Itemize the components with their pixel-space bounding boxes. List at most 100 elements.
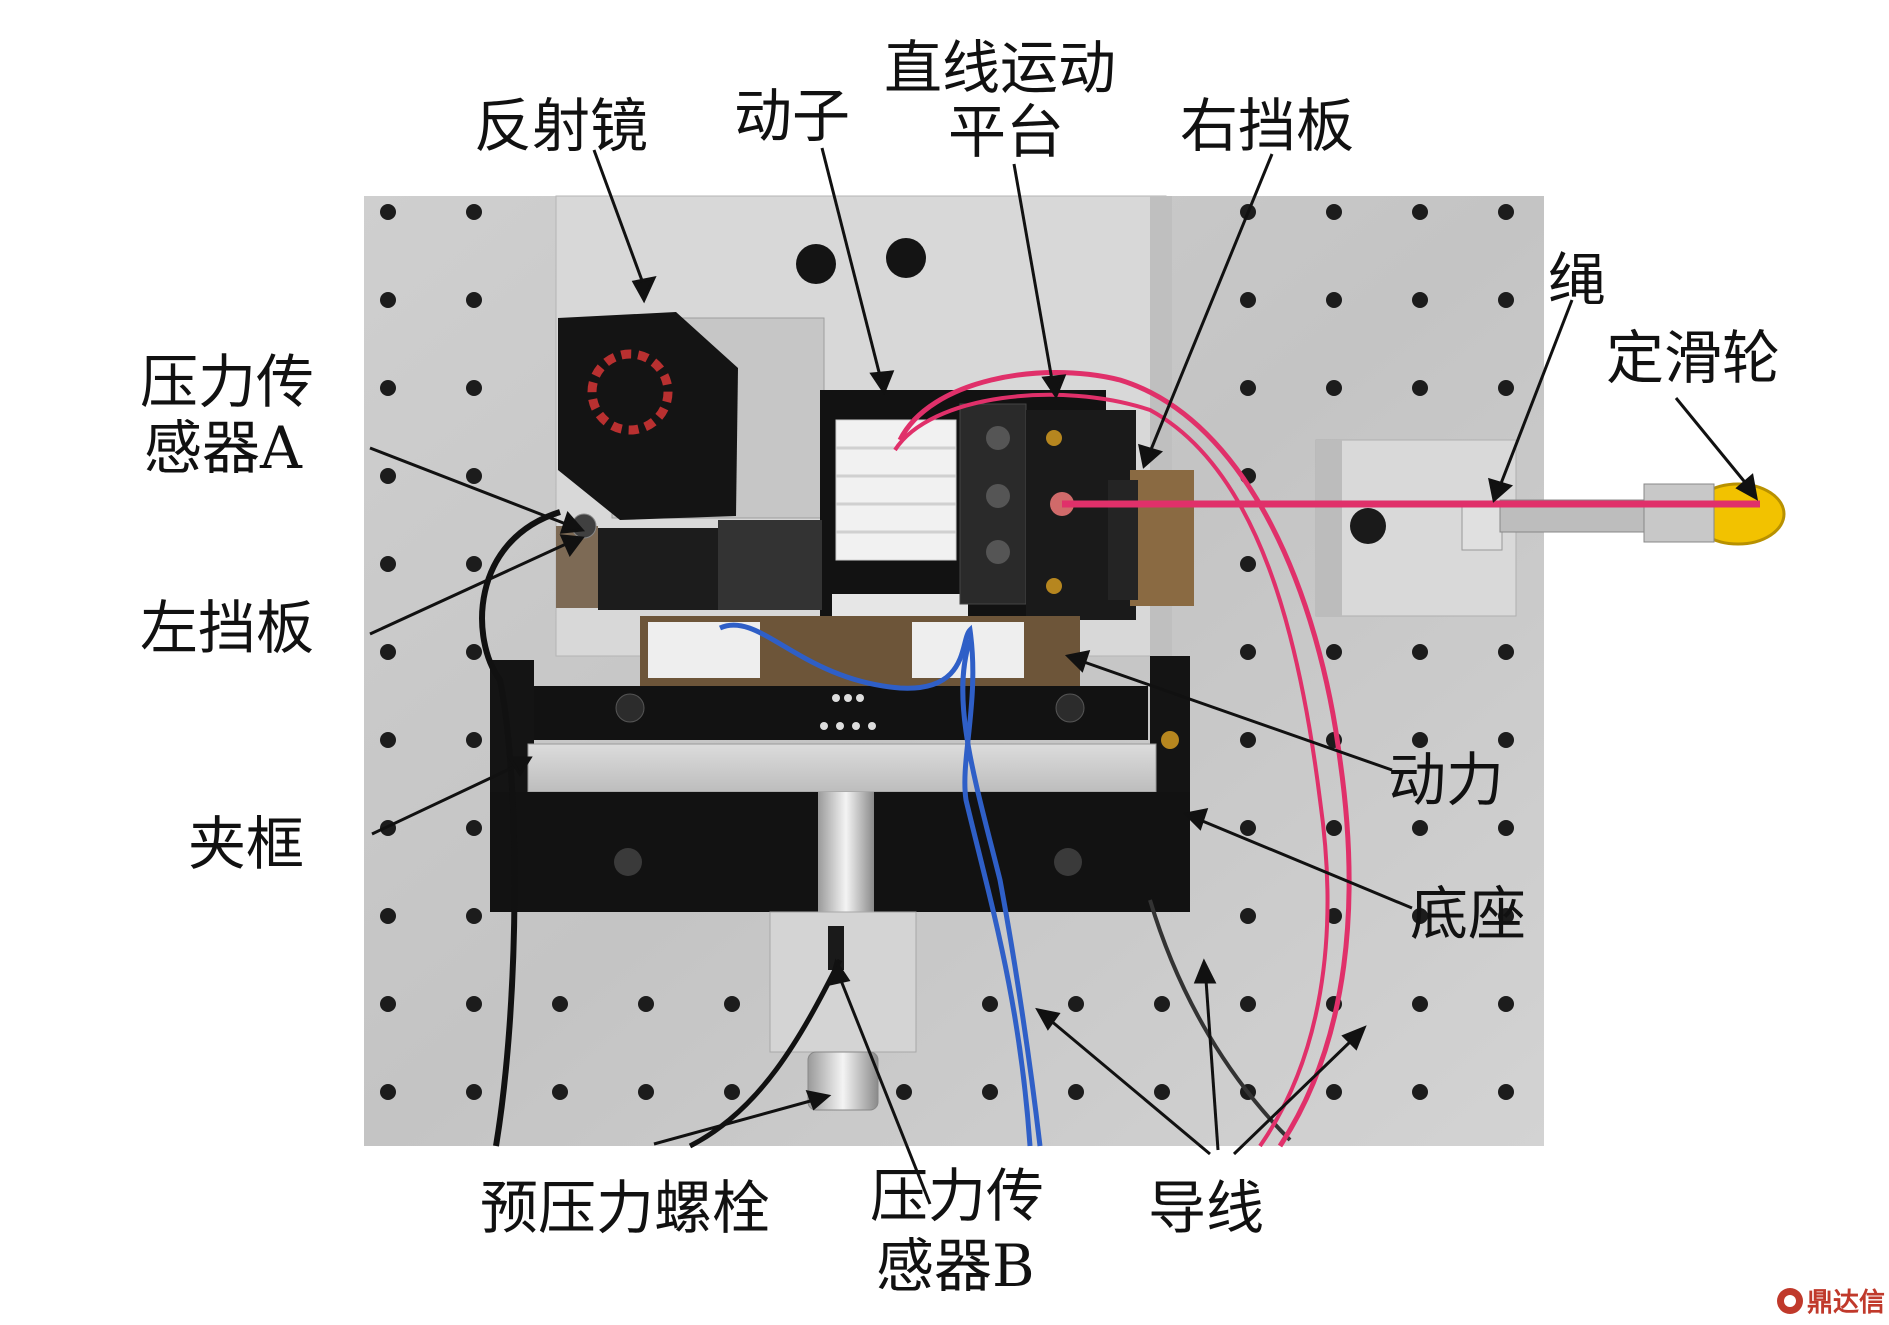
clamp-dot (836, 722, 844, 730)
breadboard-hole (466, 644, 482, 660)
breadboard-hole (1326, 1084, 1342, 1100)
breadboard-hole (1498, 996, 1514, 1012)
breadboard-hole (1240, 292, 1256, 308)
label-sensor-a-line2: 感器A (144, 414, 302, 482)
breadboard-hole (1240, 556, 1256, 572)
reflector-mirror (558, 312, 738, 520)
breadboard-hole (380, 204, 396, 220)
breadboard-hole (1068, 996, 1084, 1012)
breadboard-hole (1498, 380, 1514, 396)
breadboard-hole (466, 556, 482, 572)
breadboard-hole (1240, 908, 1256, 924)
label-right-baffle: 右挡板 (1180, 92, 1355, 160)
breadboard-hole (466, 996, 482, 1012)
label-linear-stage-line1: 直线运动 (884, 34, 1117, 102)
breadboard-hole (466, 1084, 482, 1100)
wire-red-1 (897, 370, 1352, 1148)
label-left-baffle: 左挡板 (140, 594, 315, 662)
breadboard-hole (466, 292, 482, 308)
breadboard-hole (724, 1084, 740, 1100)
label-sensor-b-line2: 感器B (876, 1232, 1035, 1300)
watermark-text: 鼎达信 (1806, 1288, 1885, 1318)
pressure-sensor-b (828, 926, 844, 970)
rope-clamp (1461, 505, 1503, 551)
breadboard-hole (1412, 908, 1428, 924)
breadboard-hole (1412, 292, 1428, 308)
carriage-screw (986, 540, 1010, 564)
breadboard-hole (1240, 732, 1256, 748)
breadboard-hole (380, 908, 396, 924)
right-baffle-face (1108, 480, 1138, 600)
breadboard-hole (1326, 908, 1342, 924)
breadboard-hole (1498, 820, 1514, 836)
breadboard-hole (1412, 204, 1428, 220)
leader-lines (369, 147, 1759, 1205)
left-block (598, 528, 718, 610)
wire-blue-1 (718, 622, 1033, 1147)
breadboard-hole (1326, 380, 1342, 396)
breadboard-hole (982, 1084, 998, 1100)
carriage-screw (986, 484, 1010, 508)
label-power: 动力 (1388, 746, 1505, 814)
breadboard-hole (638, 1084, 654, 1100)
carriage-screw (1046, 578, 1062, 594)
left-block-bracket (718, 520, 822, 610)
base-screw (614, 848, 642, 876)
label-sensor-a-line1: 压力传 (140, 348, 315, 416)
breadboard-hole (638, 996, 654, 1012)
pulley-fork (1643, 483, 1715, 543)
breadboard-hole (1154, 1084, 1170, 1100)
breadboard-hole (1498, 908, 1514, 924)
breadboard-hole (1326, 204, 1342, 220)
watermark-logo-icon (1776, 1287, 1803, 1314)
wire-blue-2 (960, 639, 1043, 1147)
breadboard-hole (552, 1084, 568, 1100)
breadboard-hole (1412, 820, 1428, 836)
label-rope: 绳 (1548, 246, 1607, 314)
label-base: 底座 (1410, 880, 1527, 948)
clamp-screw (1161, 731, 1179, 749)
clamp-screw (1055, 693, 1085, 723)
breadboard-hole (552, 996, 568, 1012)
breadboard-hole (380, 380, 396, 396)
breadboard-hole (466, 732, 482, 748)
breadboard-hole (1326, 820, 1342, 836)
power-stator-coil-left (648, 622, 760, 678)
mover-slider (832, 594, 968, 616)
clamp-dot (856, 694, 864, 702)
breadboard-hole (466, 204, 482, 220)
label-mirror: 反射镜 (474, 92, 649, 160)
clamp-dot (852, 722, 860, 730)
label-clamp-frame: 夹框 (188, 810, 305, 878)
label-wires: 导线 (1148, 1174, 1265, 1242)
breadboard-hole (1498, 292, 1514, 308)
label-linear-stage-line2: 平台 (948, 98, 1065, 166)
breadboard-hole (1240, 996, 1256, 1012)
knob (796, 244, 836, 284)
breadboard-hole (1240, 820, 1256, 836)
breadboard-hole (1240, 380, 1256, 396)
base-screw (1054, 848, 1082, 876)
breadboard-hole (380, 556, 396, 572)
breadboard-hole (1412, 1084, 1428, 1100)
breadboard-hole (1412, 732, 1428, 748)
mover-coil (835, 419, 957, 561)
breadboard-hole (1498, 732, 1514, 748)
breadboard-hole (466, 820, 482, 836)
wire-red-2 (893, 392, 1330, 1148)
label-fixed-pulley: 定滑轮 (1606, 324, 1781, 392)
label-sensor-b-line1: 压力传 (870, 1162, 1045, 1230)
label-preload-bolt: 预压力螺栓 (480, 1174, 771, 1242)
breadboard-hole (380, 996, 396, 1012)
carriage-screw (986, 426, 1010, 450)
breadboard-hole (380, 644, 396, 660)
breadboard-hole (380, 732, 396, 748)
breadboard-hole (380, 292, 396, 308)
carriage-screw (1046, 430, 1062, 446)
breadboard-hole (1068, 1084, 1084, 1100)
breadboard-hole (896, 1084, 912, 1100)
breadboard-hole (724, 996, 740, 1012)
breadboard-hole (1412, 996, 1428, 1012)
pressure-sensor-b-post (818, 792, 874, 912)
